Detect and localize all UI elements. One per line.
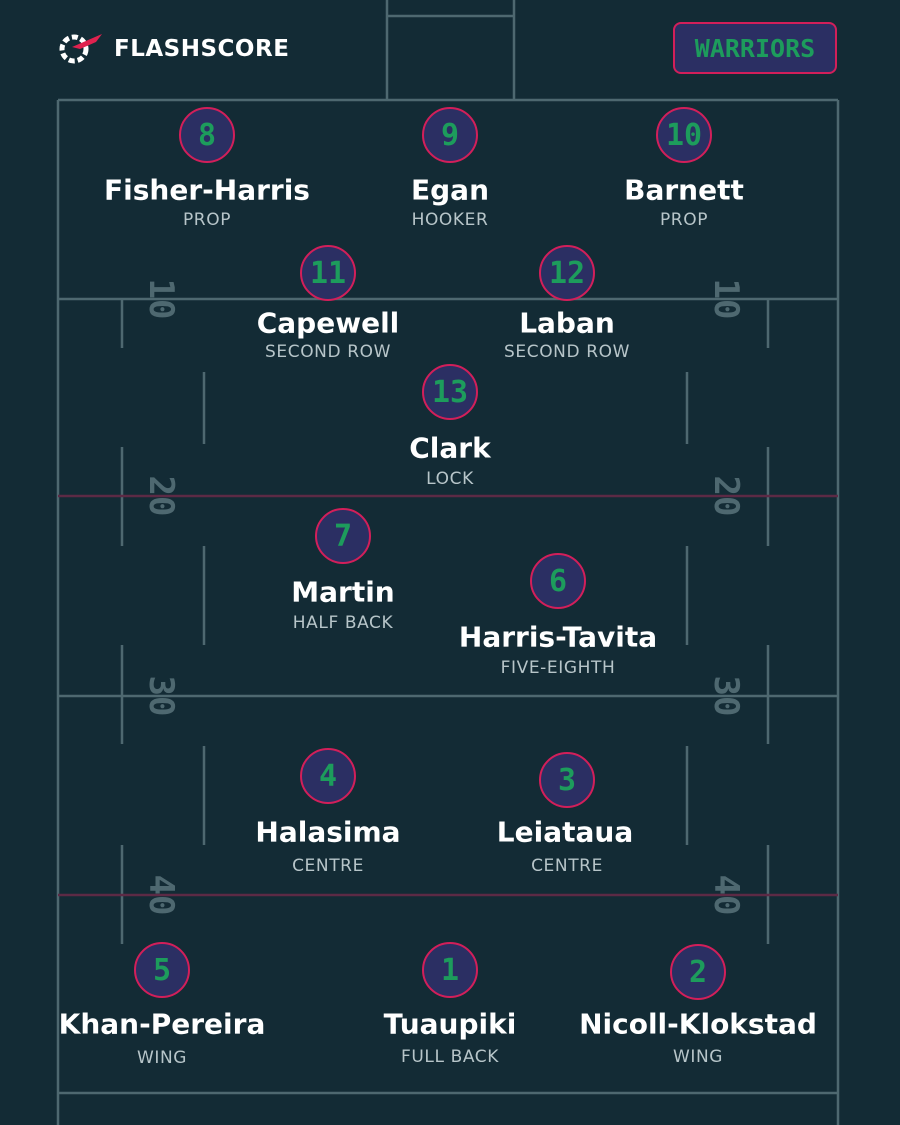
player-name: Barnett [624, 173, 744, 207]
player-position: WING [136, 1048, 188, 1068]
player-name: Leiataua [496, 815, 634, 849]
jersey-number: 5 [134, 942, 190, 998]
jersey-number: 10 [656, 107, 712, 163]
player-name: Martin [291, 575, 395, 609]
player-position: HALF BACK [292, 613, 394, 633]
flashscore-logo: FLASHSCORE [58, 30, 289, 68]
player-name: Nicoll-Klokstad [579, 1007, 817, 1041]
brand-name: FLASHSCORE [114, 36, 290, 62]
jersey-number: 8 [179, 107, 235, 163]
player-position: WING [672, 1047, 724, 1067]
player-name: Harris-Tavita [458, 620, 658, 654]
player-position: FIVE-EIGHTH [500, 658, 616, 678]
jersey-number: 4 [300, 748, 356, 804]
player-position: SECOND ROW [504, 342, 630, 362]
jersey-number: 12 [539, 245, 595, 301]
jersey-number: 11 [300, 245, 356, 301]
player-name: Capewell [256, 306, 400, 340]
jersey-number: 3 [539, 752, 595, 808]
player-position: PROP [182, 210, 232, 230]
yard-marker-20-right: 20 [706, 475, 746, 517]
yard-marker-30-right: 30 [706, 675, 746, 717]
player-position: HOOKER [411, 210, 489, 230]
jersey-number: 1 [422, 942, 478, 998]
player-name: Halasima [255, 815, 401, 849]
yard-marker-20-left: 20 [141, 475, 181, 517]
player-position: FULL BACK [401, 1047, 499, 1067]
flashscore-logo-icon [59, 34, 102, 64]
yard-marker-10-left: 10 [141, 278, 181, 320]
player-position: CENTRE [531, 856, 603, 876]
yard-marker-10-right: 10 [706, 278, 746, 320]
jersey-number: 6 [530, 553, 586, 609]
player-name: Tuaupiki [383, 1007, 517, 1041]
player-position: LOCK [426, 469, 474, 489]
jersey-number: 9 [422, 107, 478, 163]
player-name: Khan-Pereira [58, 1007, 266, 1041]
player-name: Fisher-Harris [104, 173, 310, 207]
jersey-number: 13 [422, 364, 478, 420]
jersey-number: 2 [670, 944, 726, 1000]
yard-marker-30-left: 30 [141, 675, 181, 717]
player-name: Egan [411, 173, 489, 207]
player-name: Laban [519, 306, 615, 340]
player-position: CENTRE [292, 856, 364, 876]
team-badge: WARRIORS [673, 22, 837, 74]
player-name: Clark [409, 431, 491, 465]
player-position: SECOND ROW [265, 342, 391, 362]
jersey-number: 7 [315, 508, 371, 564]
yard-marker-40-left: 40 [141, 874, 181, 916]
yard-marker-40-right: 40 [706, 874, 746, 916]
player-position: PROP [659, 210, 709, 230]
